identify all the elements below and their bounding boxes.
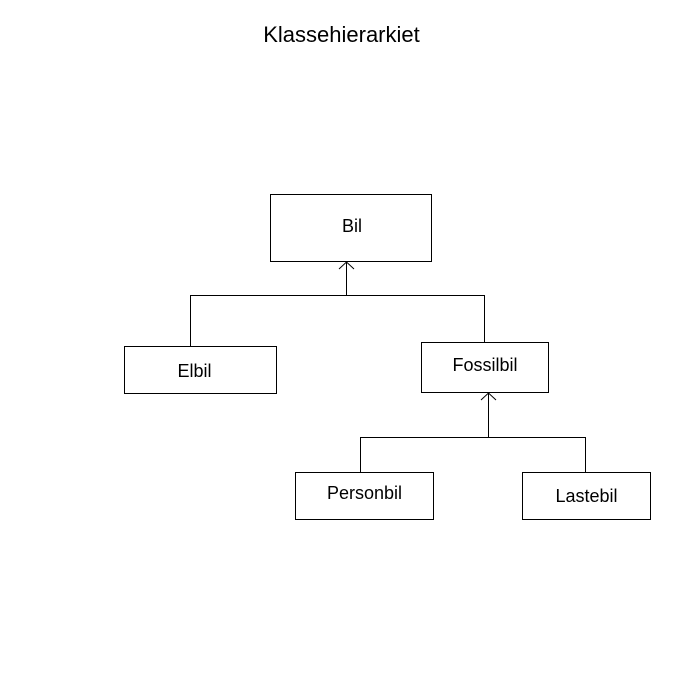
connector-lastebil-fossilbil [488,437,586,472]
connector-elbil-bil [190,295,347,346]
diagram-title: Klassehierarkiet [263,22,420,47]
connector-personbil-fossilbil [360,437,489,472]
connector-fossilbil-bil [346,295,485,342]
class-node-elbil: Elbil [124,346,277,394]
class-label-elbil: Elbil [177,360,212,381]
arrowhead-bil [338,261,355,270]
class-label-bil: Bil [341,215,362,236]
arrowhead-fossilbil [480,392,497,401]
class-label-personbil: Personbil [326,482,403,503]
class-node-fossilbil: Fossilbil [421,342,549,393]
class-node-bil: Bil [270,194,432,262]
class-node-personbil: Personbil [295,472,434,520]
class-label-fossilbil: Fossilbil [452,355,518,375]
class-node-lastebil: Lastebil [522,472,651,520]
class-label-lastebil: Lastebil [555,486,618,506]
